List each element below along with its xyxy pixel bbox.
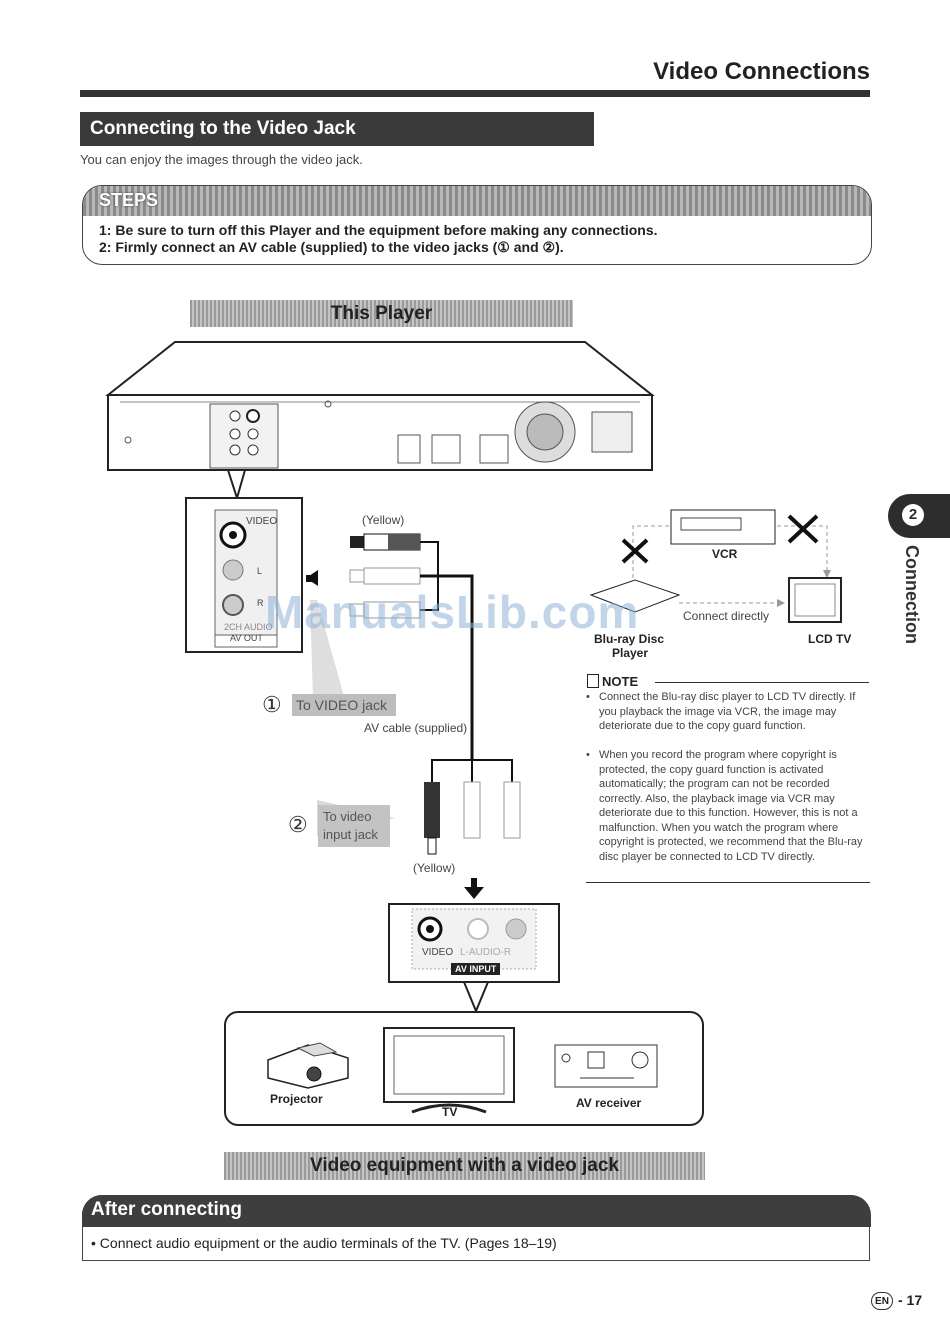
- note-rule-bottom: [586, 882, 870, 883]
- step2-number: ②: [288, 812, 308, 837]
- player-video-label: VIDEO: [246, 516, 278, 527]
- step-1: 1: Be sure to turn off this Player and t…: [99, 222, 658, 238]
- chapter-label: Connection: [902, 545, 922, 644]
- player-av-out-label: AV OUT: [230, 633, 263, 643]
- section-intro: You can enjoy the images through the vid…: [80, 152, 363, 167]
- step-2: 2: Firmly connect an AV cable (supplied)…: [99, 239, 564, 255]
- tv-jack-zoom: [388, 903, 560, 1013]
- tv-video-label: VIDEO: [422, 947, 454, 958]
- av-receiver-label: AV receiver: [576, 1096, 642, 1110]
- player-jack-zoom: [185, 497, 303, 653]
- language-badge: EN: [871, 1292, 893, 1310]
- connect-directly-label: Connect directly: [683, 609, 770, 623]
- down-arrow-icon: [464, 878, 484, 899]
- note-item-1: • Connect the Blu-ray disc player to LCD…: [586, 690, 870, 734]
- title-rule: [80, 90, 870, 97]
- video-equipment-banner: Video equipment with a video jack: [224, 1152, 705, 1180]
- page-number: - 17: [898, 1292, 923, 1308]
- after-connecting-header: [82, 1195, 871, 1227]
- chapter-tab: 2: [888, 494, 950, 538]
- chapter-number: 2: [902, 504, 924, 526]
- equipment-box: [224, 1011, 704, 1126]
- note-item-2-text: When you record the program where copyri…: [599, 749, 863, 863]
- this-player-banner: This Player: [190, 300, 573, 327]
- step2-label-box: To video input jack: [318, 805, 390, 847]
- bullet: •: [586, 691, 590, 703]
- bullet: •: [586, 749, 590, 761]
- note-icon: [587, 674, 599, 688]
- after-connecting-title: After connecting: [91, 1199, 242, 1220]
- step2-label-line1: To video: [323, 809, 372, 824]
- steps-header: [83, 186, 871, 216]
- tv-label: TV: [442, 1105, 458, 1119]
- player-audio-label: 2CH AUDIO: [224, 622, 273, 632]
- page-title: Video Connections: [653, 58, 870, 85]
- bd-player-label-2: Player: [612, 646, 649, 660]
- after-connecting-box: After connecting • Connect audio equipme…: [82, 1195, 871, 1261]
- player-l-label: L: [257, 566, 263, 576]
- steps-box: STEPS 1: Be sure to turn off this Player…: [82, 185, 872, 265]
- player-rear-drawing: [105, 341, 655, 502]
- note-rule-top: [655, 682, 869, 683]
- tv-icon: [383, 1027, 515, 1114]
- note-item-1-text: Connect the Blu-ray disc player to LCD T…: [599, 691, 856, 732]
- note-title: NOTE: [587, 674, 638, 689]
- yellow-bottom-label: (Yellow): [413, 861, 456, 875]
- step2-label-line2: input jack: [323, 827, 378, 842]
- vcr-label: VCR: [712, 547, 738, 561]
- to-video-jack-label: To VIDEO jack: [292, 694, 396, 716]
- chapter-label-wrap: Connection: [898, 545, 922, 655]
- lcd-tv-label: LCD TV: [808, 632, 852, 646]
- av-cable-label: AV cable (supplied): [364, 721, 468, 735]
- av-receiver-icon: [554, 1044, 658, 1088]
- player-r-label: R: [257, 598, 264, 608]
- side-connection-diagram: [589, 509, 842, 623]
- yellow-top-label: (Yellow): [362, 513, 405, 527]
- note-item-2: • When you record the program where copy…: [586, 748, 870, 864]
- projector-label: Projector: [270, 1092, 323, 1106]
- after-connecting-item: • Connect audio equipment or the audio t…: [91, 1235, 557, 1251]
- bd-player-label-1: Blu-ray Disc: [594, 632, 665, 646]
- tv-audio-label: L-AUDIO-R: [460, 947, 512, 958]
- av-cable-drawing: [306, 533, 521, 855]
- av-input-badge: AV INPUT: [451, 963, 501, 975]
- step1-number: ①: [262, 692, 282, 717]
- watermark: ManualsLib.com: [265, 586, 640, 638]
- steps-label: STEPS: [99, 190, 159, 210]
- section-title: Connecting to the Video Jack: [80, 112, 594, 146]
- note-title-text: NOTE: [602, 674, 639, 689]
- projector-icon: [267, 1042, 349, 1089]
